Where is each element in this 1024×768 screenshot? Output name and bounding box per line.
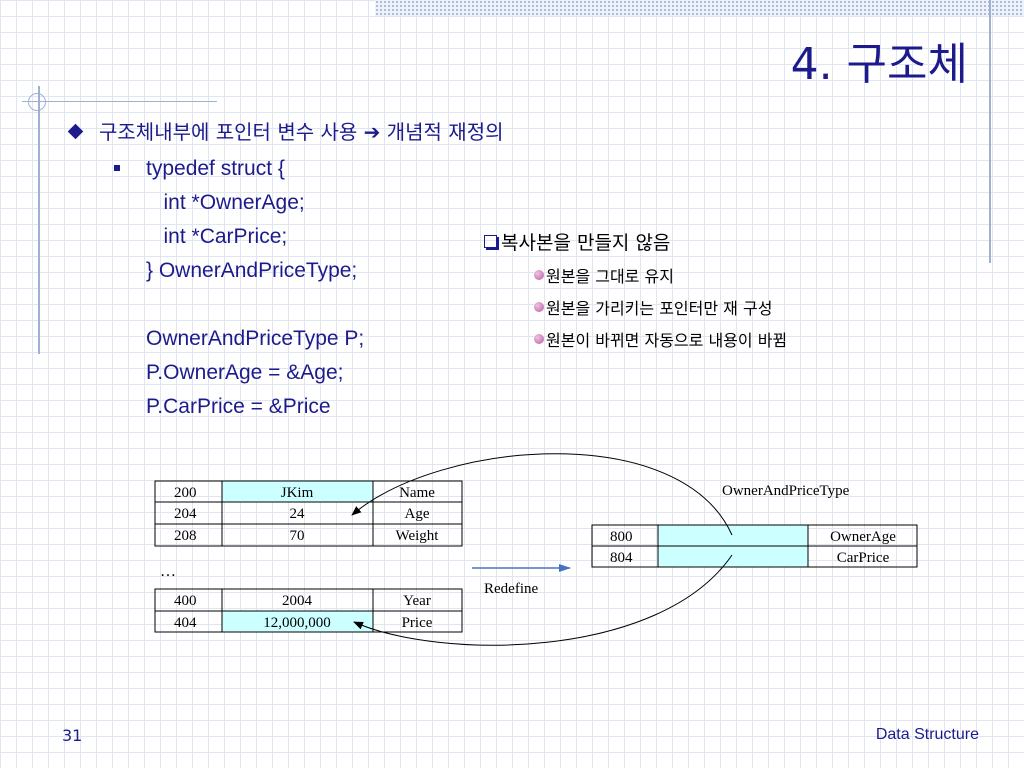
- name-cell: Weight: [396, 528, 440, 544]
- addr-cell: 400: [174, 593, 197, 609]
- addr-cell: 200: [174, 485, 197, 501]
- struct-table: 800 OwnerAge 804 CarPrice: [591, 524, 918, 568]
- round-bullet-icon: [534, 302, 544, 312]
- footer-title: Data Structure: [875, 726, 979, 743]
- pointer-arrow-carprice: [353, 554, 733, 646]
- value-cell: 12,000,000: [263, 615, 331, 631]
- note-item-text: 원본을 가리키는 포인터만 재 구성: [546, 299, 773, 318]
- struct-label: OwnerAndPriceType: [722, 483, 850, 499]
- slide-title: 4. 구조체: [790, 39, 968, 90]
- value-cell: 70: [290, 528, 305, 544]
- name-cell: CarPrice: [837, 550, 890, 566]
- note-item: 원본을 가리키는 포인터만 재 구성: [534, 295, 787, 319]
- pointer-arrow-ownerage: [351, 453, 733, 536]
- main-bullet: 구조체내부에 포인터 변수 사용 ➔ 개념적 재정의: [67, 116, 504, 145]
- decorative-line-left: [38, 86, 40, 354]
- note-heading: 복사본을 만들지 않음: [484, 228, 787, 255]
- memory-table-2: 400 2004 Year 404 12,000,000 Price: [154, 588, 463, 633]
- addr-cell: 204: [174, 506, 197, 522]
- note-item: 원본이 바뀌면 자동으로 내용이 바뀜: [534, 327, 787, 351]
- highlight-cell: [222, 611, 373, 632]
- decorative-line-right: [989, 0, 991, 263]
- note-heading-text: 복사본을 만들지 않음: [501, 232, 671, 254]
- name-cell: Age: [405, 506, 430, 522]
- code-block: typedef struct { int *OwnerAge; int *Car…: [146, 157, 365, 418]
- checkbox-bullet-icon: [484, 235, 497, 248]
- note-item: 원본을 그대로 유지: [534, 263, 787, 287]
- value-cell: JKim: [281, 485, 314, 501]
- note-item-text: 원본이 바뀌면 자동으로 내용이 바뀜: [546, 331, 788, 350]
- memory-table-1: 200 JKim Name 204 24 Age 208 70 Weight: [154, 480, 463, 547]
- addr-cell: 800: [610, 529, 633, 545]
- ellipsis: …: [160, 563, 176, 580]
- addr-cell: 208: [174, 528, 197, 544]
- name-cell: OwnerAge: [830, 529, 896, 545]
- top-decoration-band: [375, 0, 1024, 16]
- note-block: 복사본을 만들지 않음 원본을 그대로 유지 원본을 가리키는 포인터만 재 구…: [484, 228, 787, 351]
- name-cell: Price: [402, 615, 433, 631]
- square-bullet-icon: [114, 165, 120, 171]
- page-number: 31: [62, 726, 83, 745]
- name-cell: Name: [399, 485, 435, 501]
- value-cell: 2004: [282, 593, 313, 609]
- decorative-line-horizontal: [22, 101, 217, 102]
- main-bullet-text: 구조체내부에 포인터 변수 사용 ➔ 개념적 재정의: [99, 120, 504, 144]
- round-bullet-icon: [534, 334, 544, 344]
- redefine-label: Redefine: [484, 581, 538, 597]
- value-cell: 24: [290, 506, 306, 522]
- round-bullet-icon: [534, 270, 544, 280]
- addr-cell: 804: [610, 550, 633, 566]
- highlight-cell: [222, 481, 373, 502]
- decorative-circle: [28, 93, 46, 111]
- addr-cell: 404: [174, 615, 197, 631]
- note-item-text: 원본을 그대로 유지: [546, 267, 674, 286]
- name-cell: Year: [403, 593, 431, 609]
